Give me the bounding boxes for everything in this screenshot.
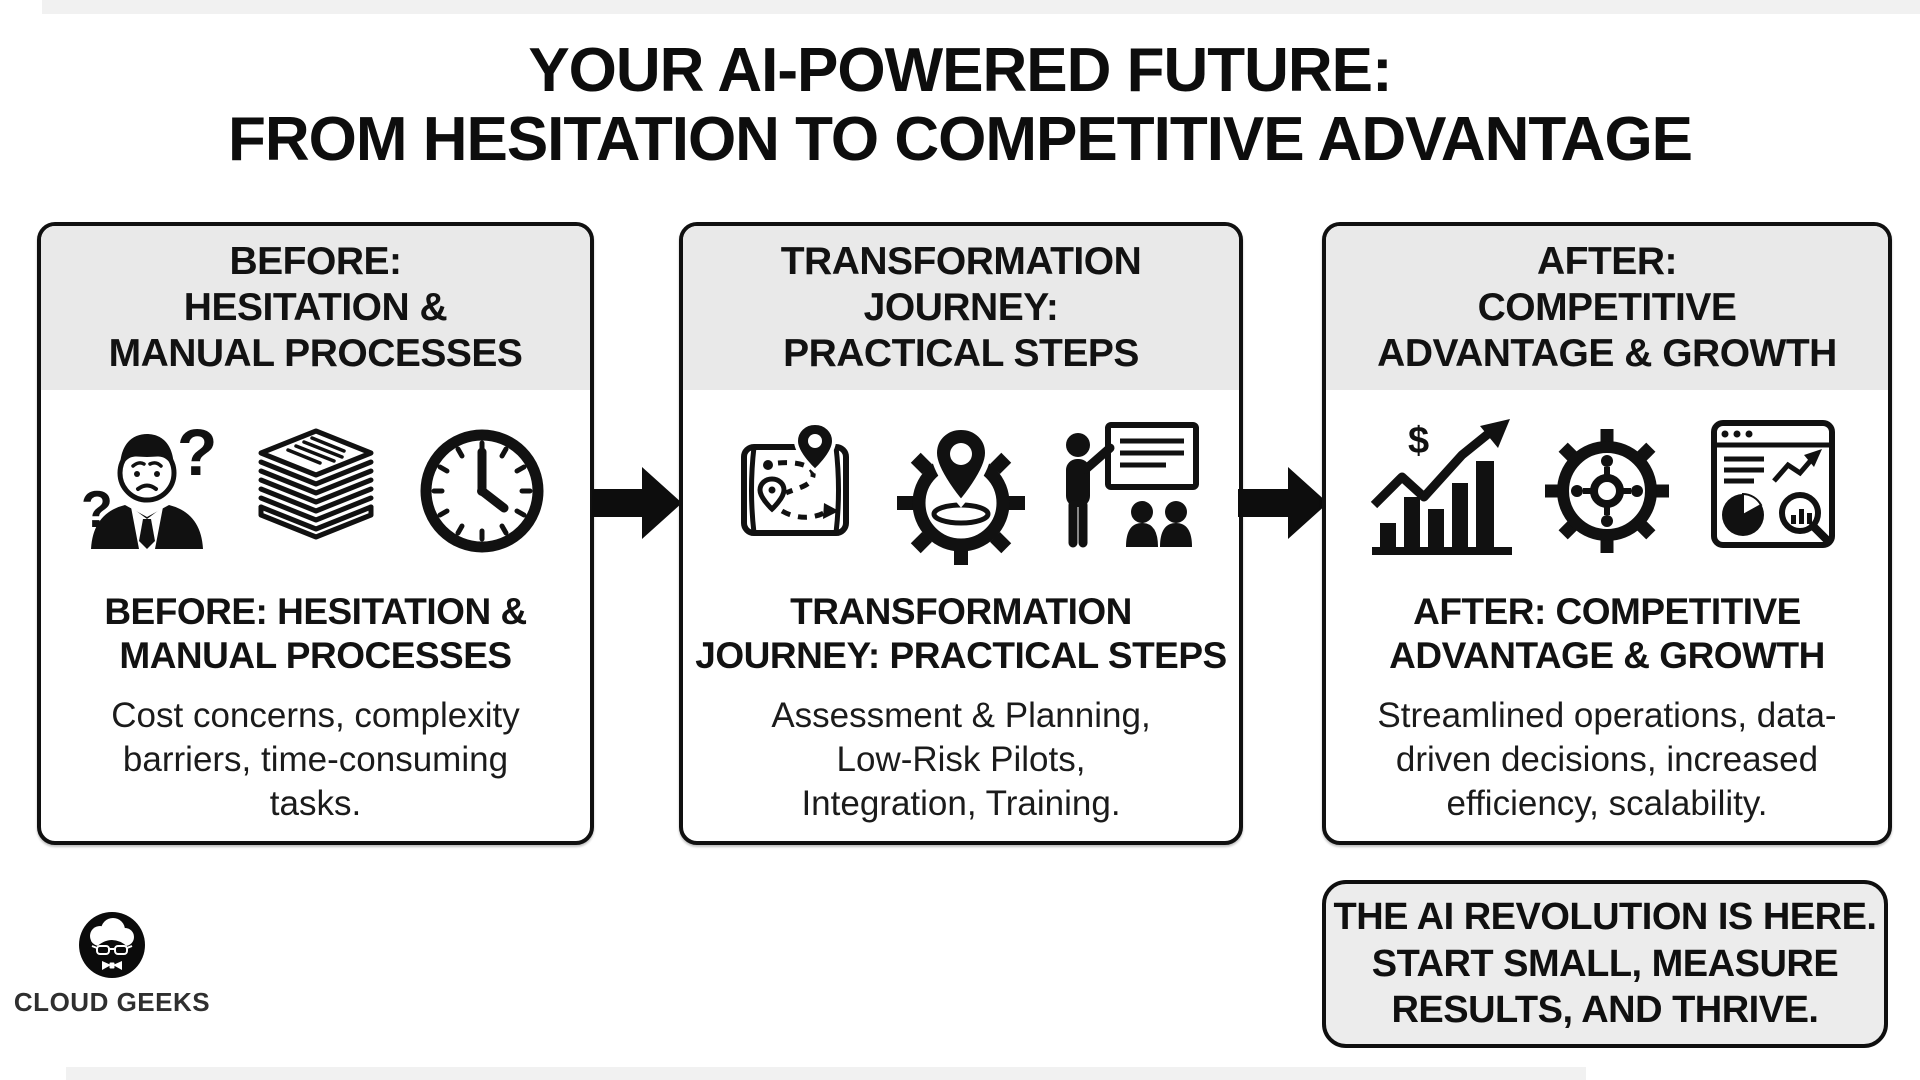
page-title-line2: FROM HESITATION TO COMPETITIVE ADVANTAGE xyxy=(227,105,1693,175)
panel-after-body: Streamlined operations, data- driven dec… xyxy=(1377,695,1837,823)
svg-text:$: $ xyxy=(1408,420,1429,462)
page-title: YOUR AI-POWERED FUTURE: FROM HESITATION … xyxy=(0,36,1920,175)
paper-stack-icon xyxy=(258,428,373,540)
panel-after-header: AFTER: COMPETITIVE ADVANTAGE & GROWTH xyxy=(1326,226,1888,390)
roadmap-icon xyxy=(741,420,849,536)
gears-icon xyxy=(1545,429,1669,553)
panel-journey-body: Assessment & Planning, Low-Risk Pilots, … xyxy=(771,695,1151,823)
growth-chart-icon: $ xyxy=(1370,419,1512,555)
analytics-dashboard-icon xyxy=(1711,420,1835,548)
arrow-right-icon xyxy=(592,467,682,539)
bottom-edge-artifact xyxy=(66,1067,1586,1080)
panel-before-icon-row: ? ? xyxy=(75,416,557,566)
arrow-right-icon xyxy=(1238,467,1328,539)
logo-label: CLOUD GEEKS xyxy=(13,987,211,1017)
cloud-geek-face-icon xyxy=(79,912,145,978)
svg-text:?: ? xyxy=(177,417,217,489)
panel-before-body: Cost concerns, complexity barriers, time… xyxy=(111,695,520,823)
cloud-geeks-logo: CLOUD GEEKS xyxy=(14,910,210,1018)
panel-before-header: BEFORE: HESITATION & MANUAL PROCESSES xyxy=(41,226,590,390)
panel-journey-icon-row xyxy=(720,416,1202,566)
panel-before-subtitle: BEFORE: HESITATION & MANUAL PROCESSES xyxy=(104,591,527,677)
training-presentation-icon xyxy=(1066,422,1199,548)
panel-after-icon-row: $ xyxy=(1366,416,1848,566)
panel-after-subtitle: AFTER: COMPETITIVE ADVANTAGE & GROWTH xyxy=(1389,591,1825,677)
panel-journey: TRANSFORMATION JOURNEY: PRACTICAL STEPS xyxy=(679,222,1243,845)
top-edge-artifact xyxy=(42,0,1920,14)
callout-box: THE AI REVOLUTION IS HERE. START SMALL, … xyxy=(1322,880,1888,1048)
panel-before: BEFORE: HESITATION & MANUAL PROCESSES ? … xyxy=(37,222,594,845)
gear-pin-icon xyxy=(897,423,1025,565)
page-title-line1: YOUR AI-POWERED FUTURE: xyxy=(528,36,1392,105)
confused-person-icon: ? ? xyxy=(81,417,217,549)
panel-journey-header: TRANSFORMATION JOURNEY: PRACTICAL STEPS xyxy=(683,226,1239,390)
clock-icon xyxy=(420,429,543,553)
callout-text: THE AI REVOLUTION IS HERE. START SMALL, … xyxy=(1333,896,1877,1032)
panel-after: AFTER: COMPETITIVE ADVANTAGE & GROWTH $ xyxy=(1322,222,1892,845)
panel-journey-subtitle: TRANSFORMATION JOURNEY: PRACTICAL STEPS xyxy=(695,591,1227,677)
